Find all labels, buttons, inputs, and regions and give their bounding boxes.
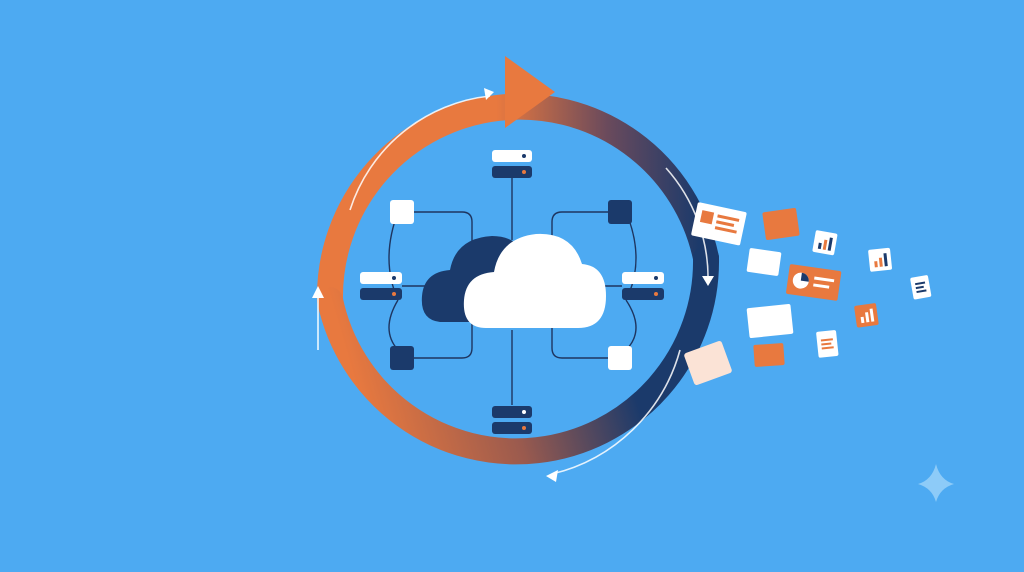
node-top-right — [608, 200, 632, 224]
node-top-left — [390, 200, 414, 224]
card-orange-1 — [762, 208, 800, 240]
node-bottom-left — [390, 346, 414, 370]
floating-documents — [684, 202, 932, 385]
cycle-ring — [312, 56, 720, 482]
card-white-2 — [746, 303, 794, 339]
server-icon-left — [360, 272, 402, 300]
document-icon-folded — [816, 330, 839, 358]
server-icon-top — [492, 150, 532, 178]
document-icon — [691, 202, 747, 246]
server-icon-bottom — [492, 406, 532, 434]
card-orange-2 — [753, 343, 785, 367]
server-icon-right — [622, 272, 664, 300]
node-bottom-right — [608, 346, 632, 370]
chart-icon-orange — [854, 303, 879, 328]
cloud-icon — [421, 233, 606, 328]
network-lines — [388, 176, 637, 405]
document-icon-small — [910, 275, 932, 300]
card-cream — [684, 341, 732, 385]
sparkle-icon — [918, 464, 954, 502]
document-icon-pie — [786, 264, 842, 301]
chart-icon-small — [868, 247, 892, 272]
chart-icon — [812, 230, 838, 256]
card-white-1 — [746, 248, 782, 276]
cycle-arrow-icon — [505, 56, 555, 128]
